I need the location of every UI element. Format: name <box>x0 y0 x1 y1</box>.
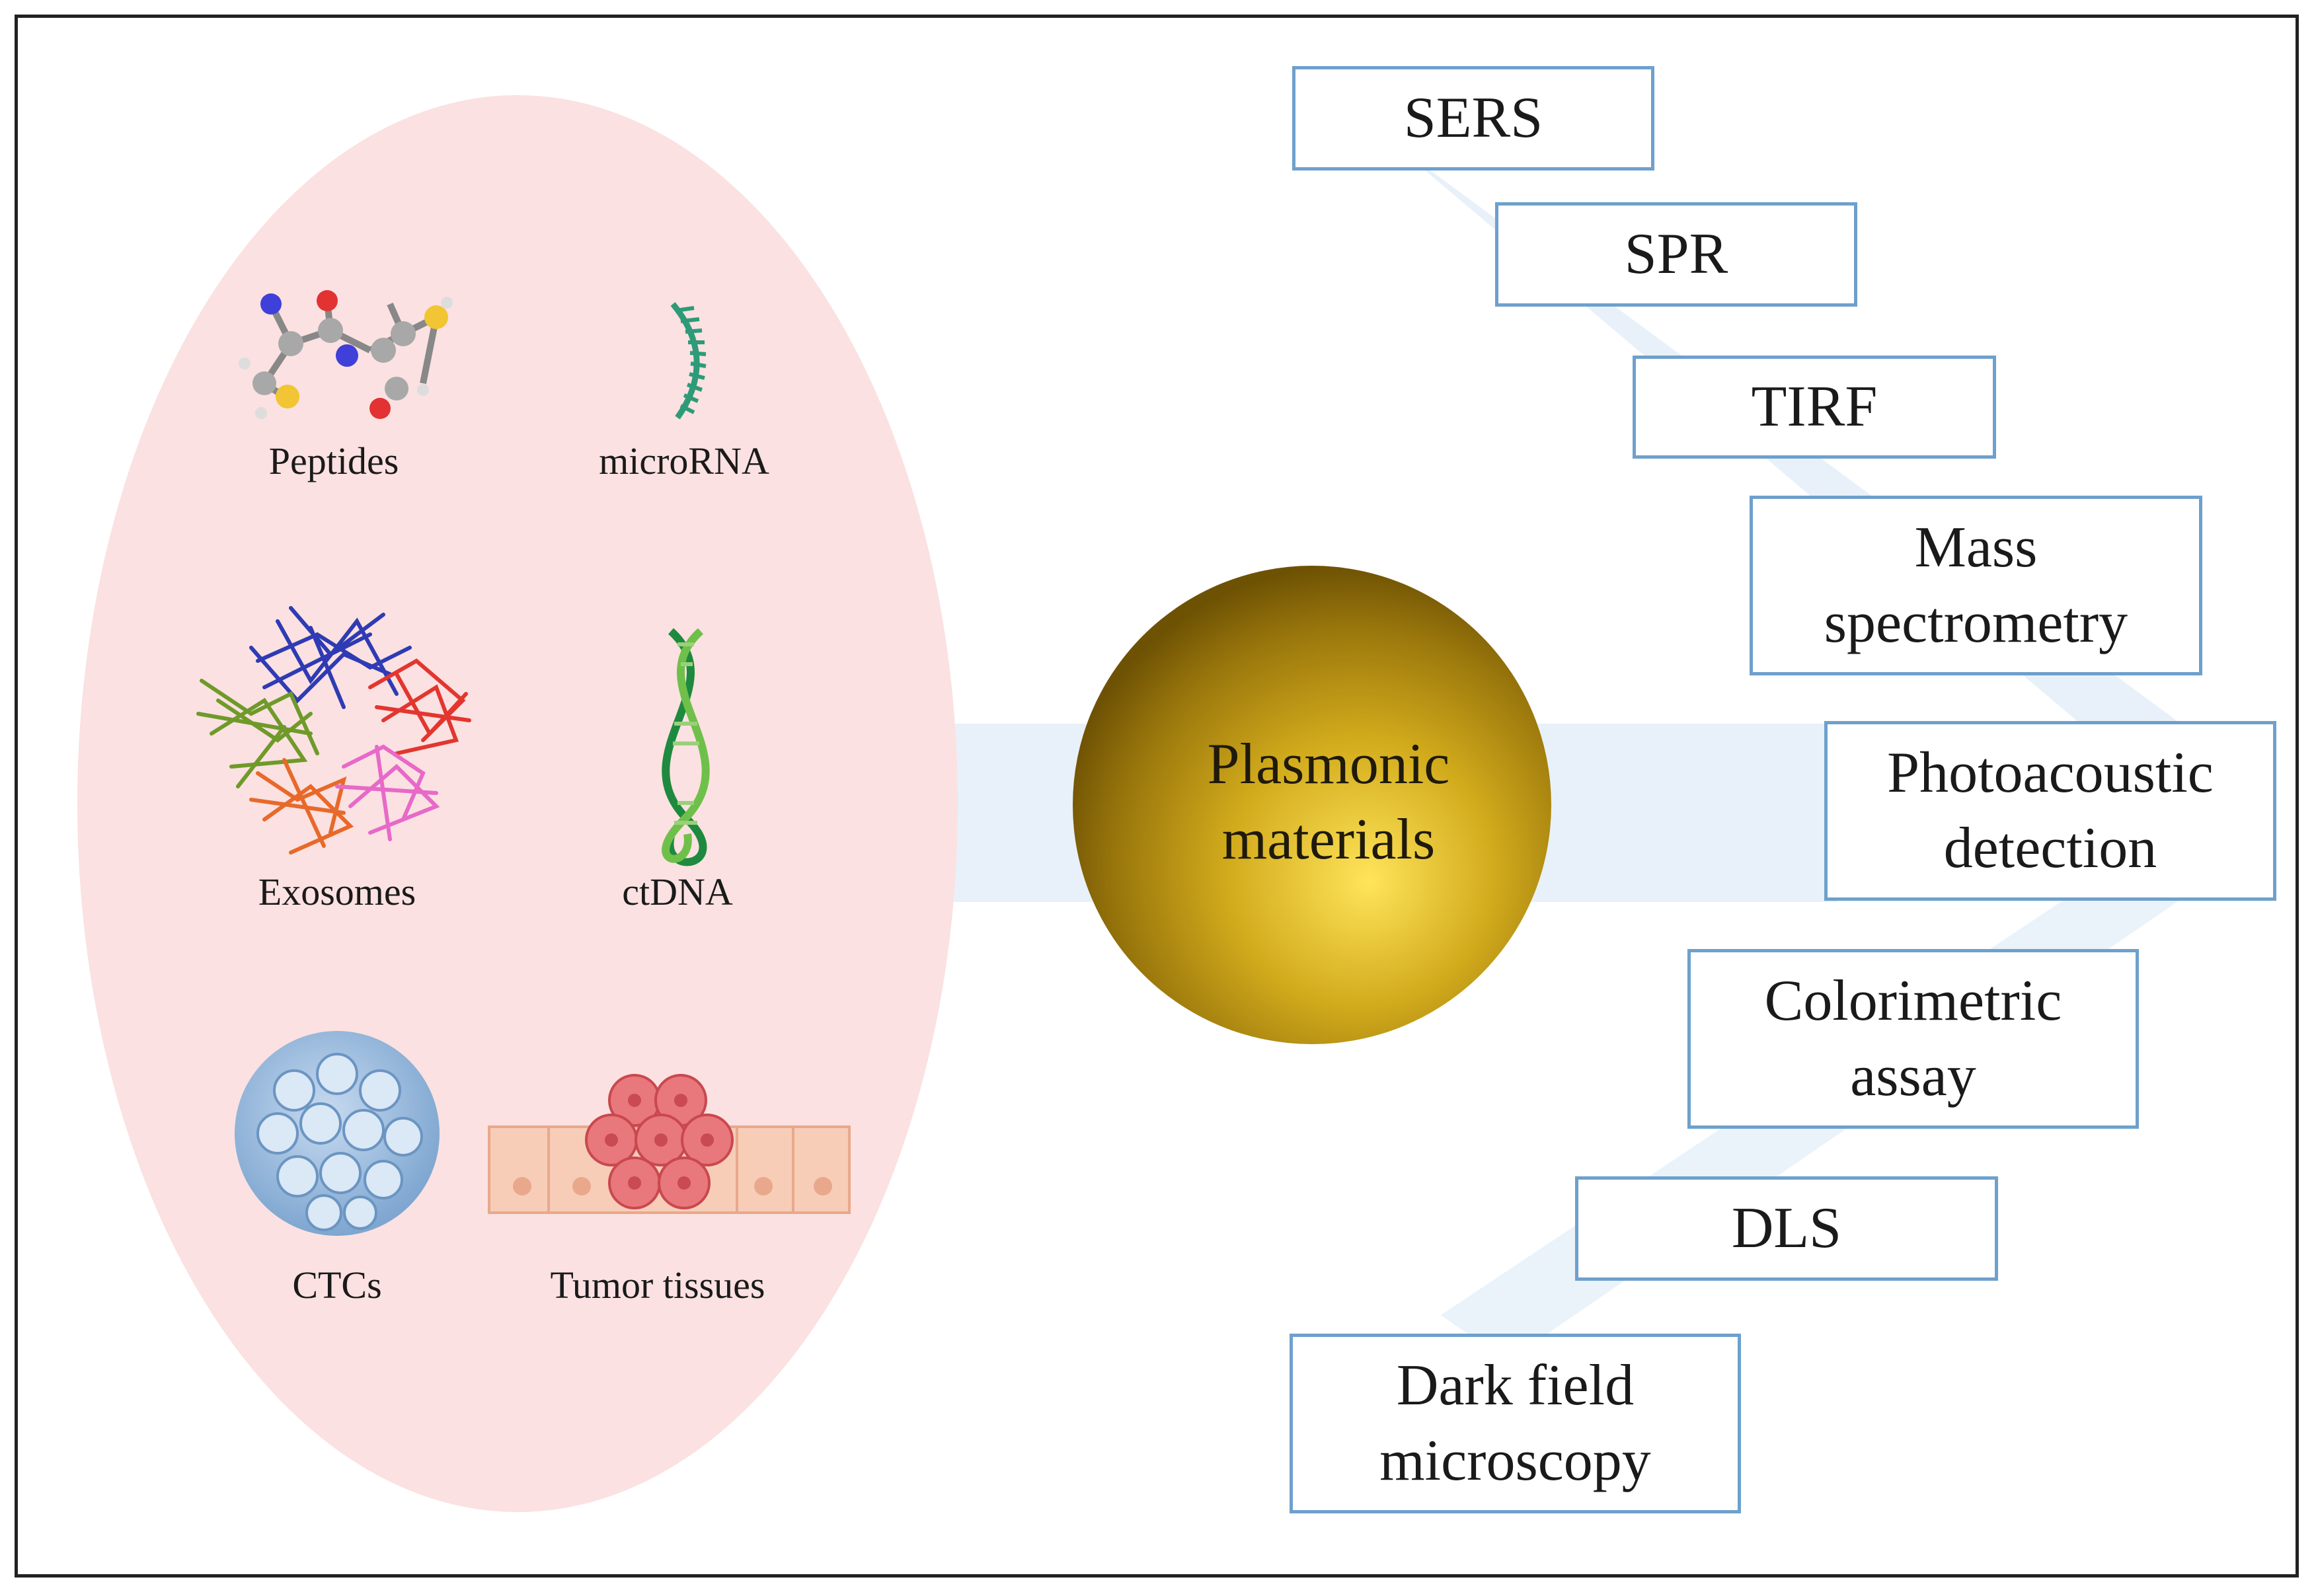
biomarker-label-exosomes: Exosomes <box>258 870 416 913</box>
technique-label: Mass spectrometry <box>1824 515 2128 655</box>
tumor-tissue-icon <box>488 1074 851 1214</box>
technique-box-dark-field-microscopy: Dark field microscopy <box>1290 1334 1741 1513</box>
biomarker-label-ctcs: CTCs <box>292 1264 382 1307</box>
technique-box-tirf: TIRF <box>1633 356 1996 459</box>
center-label: Plasmonic materials <box>1207 732 1450 872</box>
technique-label: SPR <box>1624 222 1728 286</box>
technique-box-mass-spectrometry: Mass spectrometry <box>1750 496 2202 675</box>
technique-box-dls: DLS <box>1575 1176 1998 1281</box>
technique-label: SERS <box>1403 86 1543 150</box>
biomarker-label-ctdna: ctDNA <box>622 870 733 913</box>
exosome-cluster-icon <box>196 606 471 855</box>
technique-box-spr: SPR <box>1495 202 1857 307</box>
technique-box-colorimetric-assay: Colorimetric assay <box>1687 949 2139 1129</box>
technique-label: TIRF <box>1751 375 1878 439</box>
technique-label: DLS <box>1731 1196 1842 1260</box>
biomarker-label-tumor-tissues: Tumor tissues <box>550 1264 765 1307</box>
technique-label: Colorimetric assay <box>1764 969 2062 1108</box>
technique-label: Dark field microscopy <box>1379 1353 1651 1493</box>
microrna-strand-icon <box>670 302 707 420</box>
technique-label: Photoacoustic detection <box>1887 741 2214 880</box>
biomarker-label-microrna: microRNA <box>599 439 769 482</box>
biomarker-label-peptides: Peptides <box>268 439 399 482</box>
technique-box-sers: SERS <box>1292 66 1654 171</box>
dna-helix-icon <box>662 628 710 866</box>
peptide-molecule-icon <box>239 290 453 419</box>
plasmonic-sphere <box>1073 566 1551 1044</box>
figure-border <box>15 15 2299 1577</box>
technique-box-photoacoustic-detection: Photoacoustic detection <box>1824 721 2276 901</box>
ctc-cell-icon <box>235 1031 440 1236</box>
